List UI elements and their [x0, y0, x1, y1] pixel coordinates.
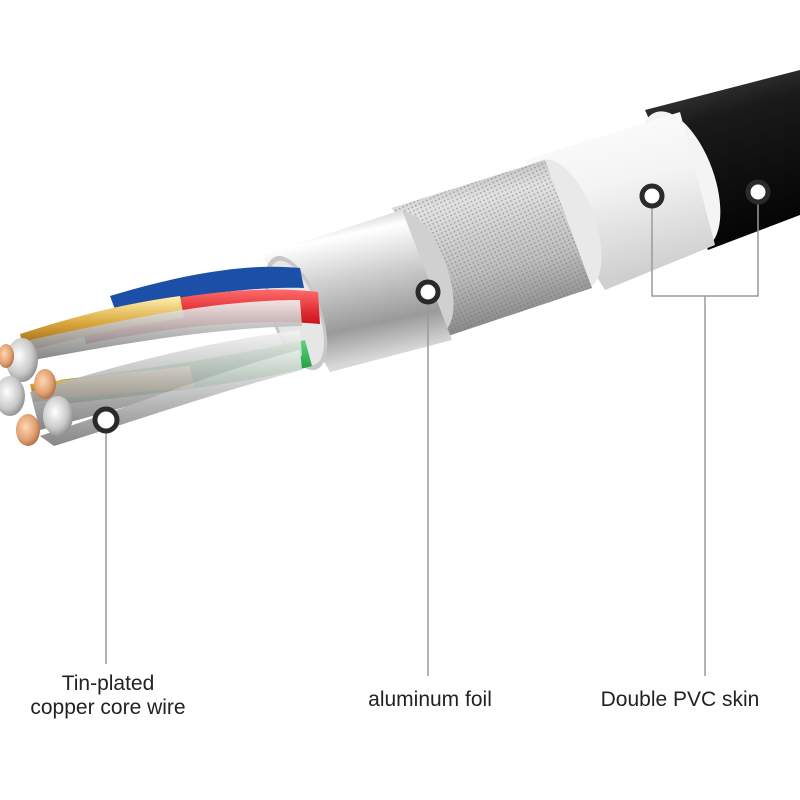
wire-end-faces — [0, 338, 73, 446]
callout-dot-icon — [415, 279, 441, 305]
callout-dots — [92, 179, 771, 434]
label-copper-core-wire: Tin-plated copper core wire — [18, 672, 198, 720]
label-aluminum-foil: aluminum foil — [368, 688, 492, 711]
callout-dot-icon — [639, 183, 665, 209]
label-double-pvc-skin: Double PVC skin — [600, 688, 760, 711]
callout-dot-icon — [92, 406, 120, 434]
label-core-line2: copper core wire — [30, 696, 186, 719]
braided-shield — [386, 160, 592, 336]
callout-lines — [105, 192, 759, 676]
callout-dot-icon — [745, 179, 771, 205]
label-core-line1: Tin-plated — [61, 672, 155, 695]
